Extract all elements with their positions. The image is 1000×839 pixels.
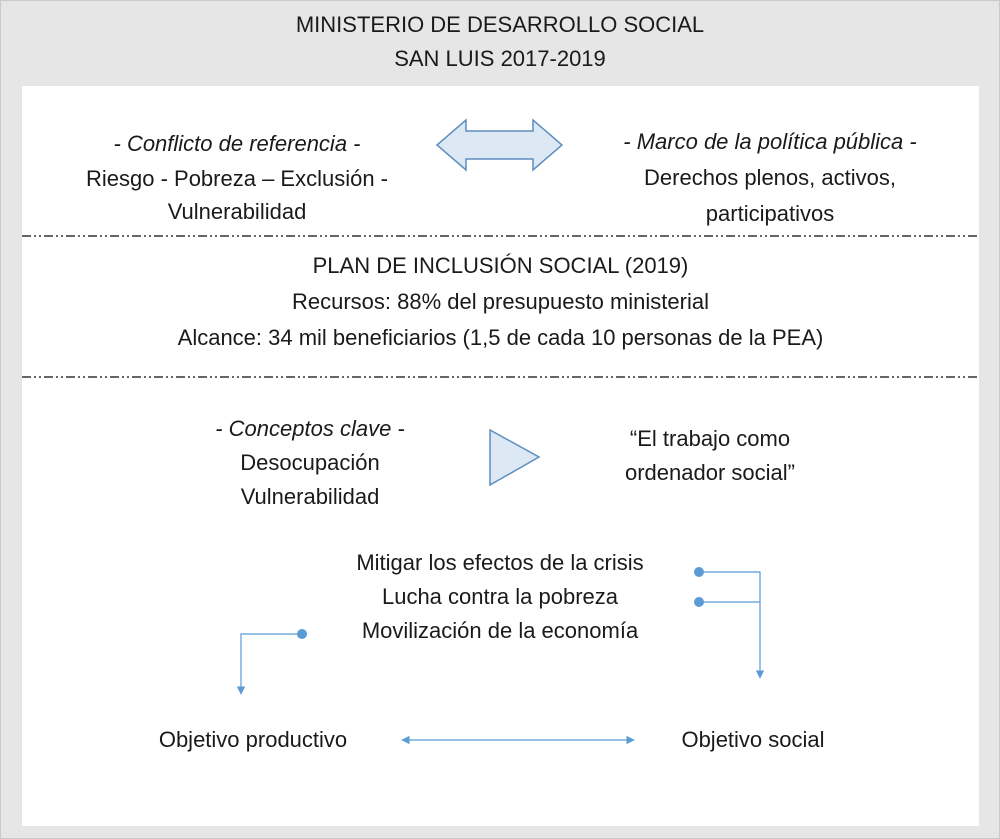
triangle-arrow	[489, 428, 541, 487]
list-item-economy: Movilización de la economía	[361, 618, 639, 643]
connector-economy	[236, 633, 302, 695]
reference-conflict-line2: Vulnerabilidad	[167, 199, 307, 224]
key-concepts-heading: - Conceptos clave -	[215, 416, 405, 441]
work-quote-block: “El trabajo como ordenador social”	[560, 422, 860, 490]
list-item-mitigate: Mitigar los efectos de la crisis	[356, 550, 644, 575]
objective-productive: Objetivo productivo	[158, 727, 348, 752]
list-item-poverty: Lucha contra la pobreza	[381, 584, 619, 609]
objectives-list: Mitigar los efectos de la crisis Lucha c…	[300, 546, 700, 648]
reference-conflict-heading: - Conflicto de referencia -	[113, 131, 361, 156]
policy-framework-block: - Marco de la política pública - Derecho…	[580, 124, 960, 232]
inclusion-plan-title: PLAN DE INCLUSIÓN SOCIAL (2019)	[312, 253, 689, 278]
policy-framework-line2: participativos	[705, 201, 835, 226]
policy-framework-line1: Derechos plenos, activos,	[644, 165, 896, 190]
header-subtitle: SAN LUIS 2017-2019	[394, 46, 606, 71]
reference-conflict-line1: Riesgo - Pobreza – Exclusión -	[85, 166, 389, 191]
connector-mitigate	[699, 571, 765, 679]
inclusion-plan-scope: Alcance: 34 mil beneficiarios (1,5 de ca…	[177, 325, 824, 350]
key-concepts-line2: Vulnerabilidad	[240, 484, 380, 509]
policy-framework-heading: - Marco de la política pública -	[623, 129, 917, 154]
objective-social: Objetivo social	[681, 727, 825, 752]
inclusion-plan-resources: Recursos: 88% del presupuesto ministeria…	[292, 289, 709, 314]
inclusion-plan-block: PLAN DE INCLUSIÓN SOCIAL (2019) Recursos…	[22, 248, 979, 356]
bidirectional-block-arrow	[435, 118, 564, 172]
header-title: MINISTERIO DE DESARROLLO SOCIAL	[295, 12, 705, 37]
reference-conflict-block: - Conflicto de referencia - Riesgo - Pob…	[42, 126, 432, 228]
work-quote-line2: ordenador social”	[625, 460, 795, 485]
work-quote-line1: “El trabajo como	[629, 426, 791, 451]
key-concepts-block: - Conceptos clave - Desocupación Vulnera…	[160, 412, 460, 514]
key-concepts-line1: Desocupación	[240, 450, 380, 475]
diagram-header: MINISTERIO DE DESARROLLO SOCIAL SAN LUIS…	[0, 8, 1000, 76]
